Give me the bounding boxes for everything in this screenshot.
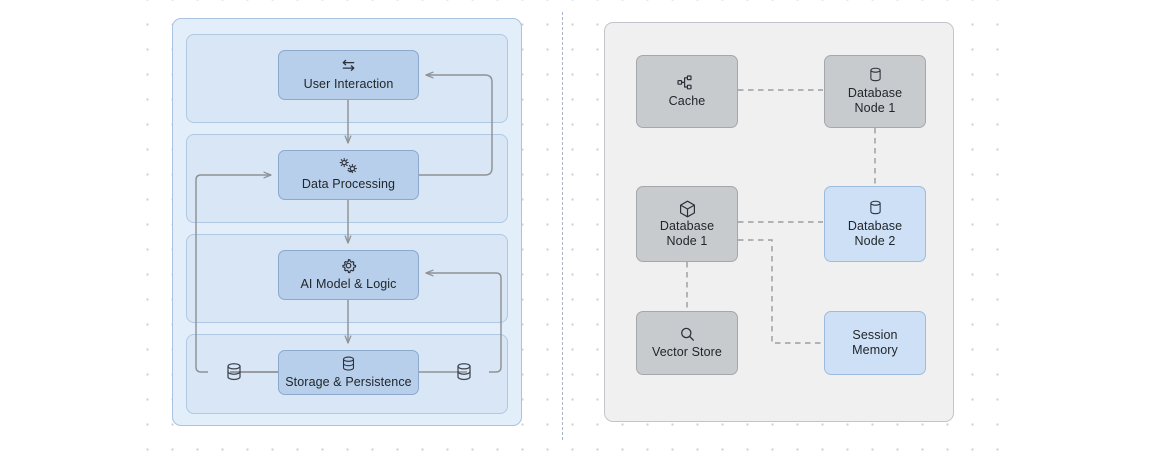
search-icon bbox=[679, 326, 696, 342]
node-label: Data Processing bbox=[301, 177, 396, 191]
storage-left-database-icon bbox=[225, 362, 243, 382]
database-icon bbox=[340, 356, 357, 372]
node-label: AI Model & Logic bbox=[300, 277, 397, 291]
storage-right-database-icon bbox=[455, 362, 473, 382]
node-vector-store[interactable]: Vector Store bbox=[636, 311, 738, 375]
gear-icon bbox=[340, 258, 357, 274]
node-label: Vector Store bbox=[652, 345, 722, 359]
node-ai-model-logic[interactable]: AI Model & Logic bbox=[278, 250, 419, 300]
node-session-memory[interactable]: Session Memory bbox=[824, 311, 926, 375]
node-storage-persistence[interactable]: Storage & Persistence bbox=[278, 350, 419, 395]
node-label: Storage & Persistence bbox=[285, 374, 412, 389]
network-share-icon bbox=[677, 74, 697, 91]
node-label: Database Node 2 bbox=[847, 218, 903, 248]
node-label: Session Memory bbox=[852, 328, 898, 357]
node-data-processing[interactable]: Data Processing bbox=[278, 150, 419, 200]
node-label: Database Node 1 bbox=[847, 86, 903, 115]
vertical-dashed-divider bbox=[562, 12, 563, 440]
gears-process-icon bbox=[339, 158, 358, 174]
exchange-arrows-icon bbox=[340, 58, 357, 74]
node-database-node-1a[interactable]: Database Node 1 bbox=[824, 55, 926, 128]
node-label: Database Node 1 bbox=[659, 218, 715, 248]
node-label: User Interaction bbox=[303, 77, 394, 91]
node-cache[interactable]: Cache bbox=[636, 55, 738, 128]
node-database-node-1b[interactable]: Database Node 1 bbox=[636, 186, 738, 262]
node-database-node-2[interactable]: Database Node 2 bbox=[824, 186, 926, 262]
database-icon bbox=[867, 200, 884, 216]
cube-icon bbox=[678, 200, 697, 217]
database-icon bbox=[867, 67, 884, 83]
node-user-interaction[interactable]: User Interaction bbox=[278, 50, 419, 100]
node-label: Cache bbox=[668, 93, 706, 108]
